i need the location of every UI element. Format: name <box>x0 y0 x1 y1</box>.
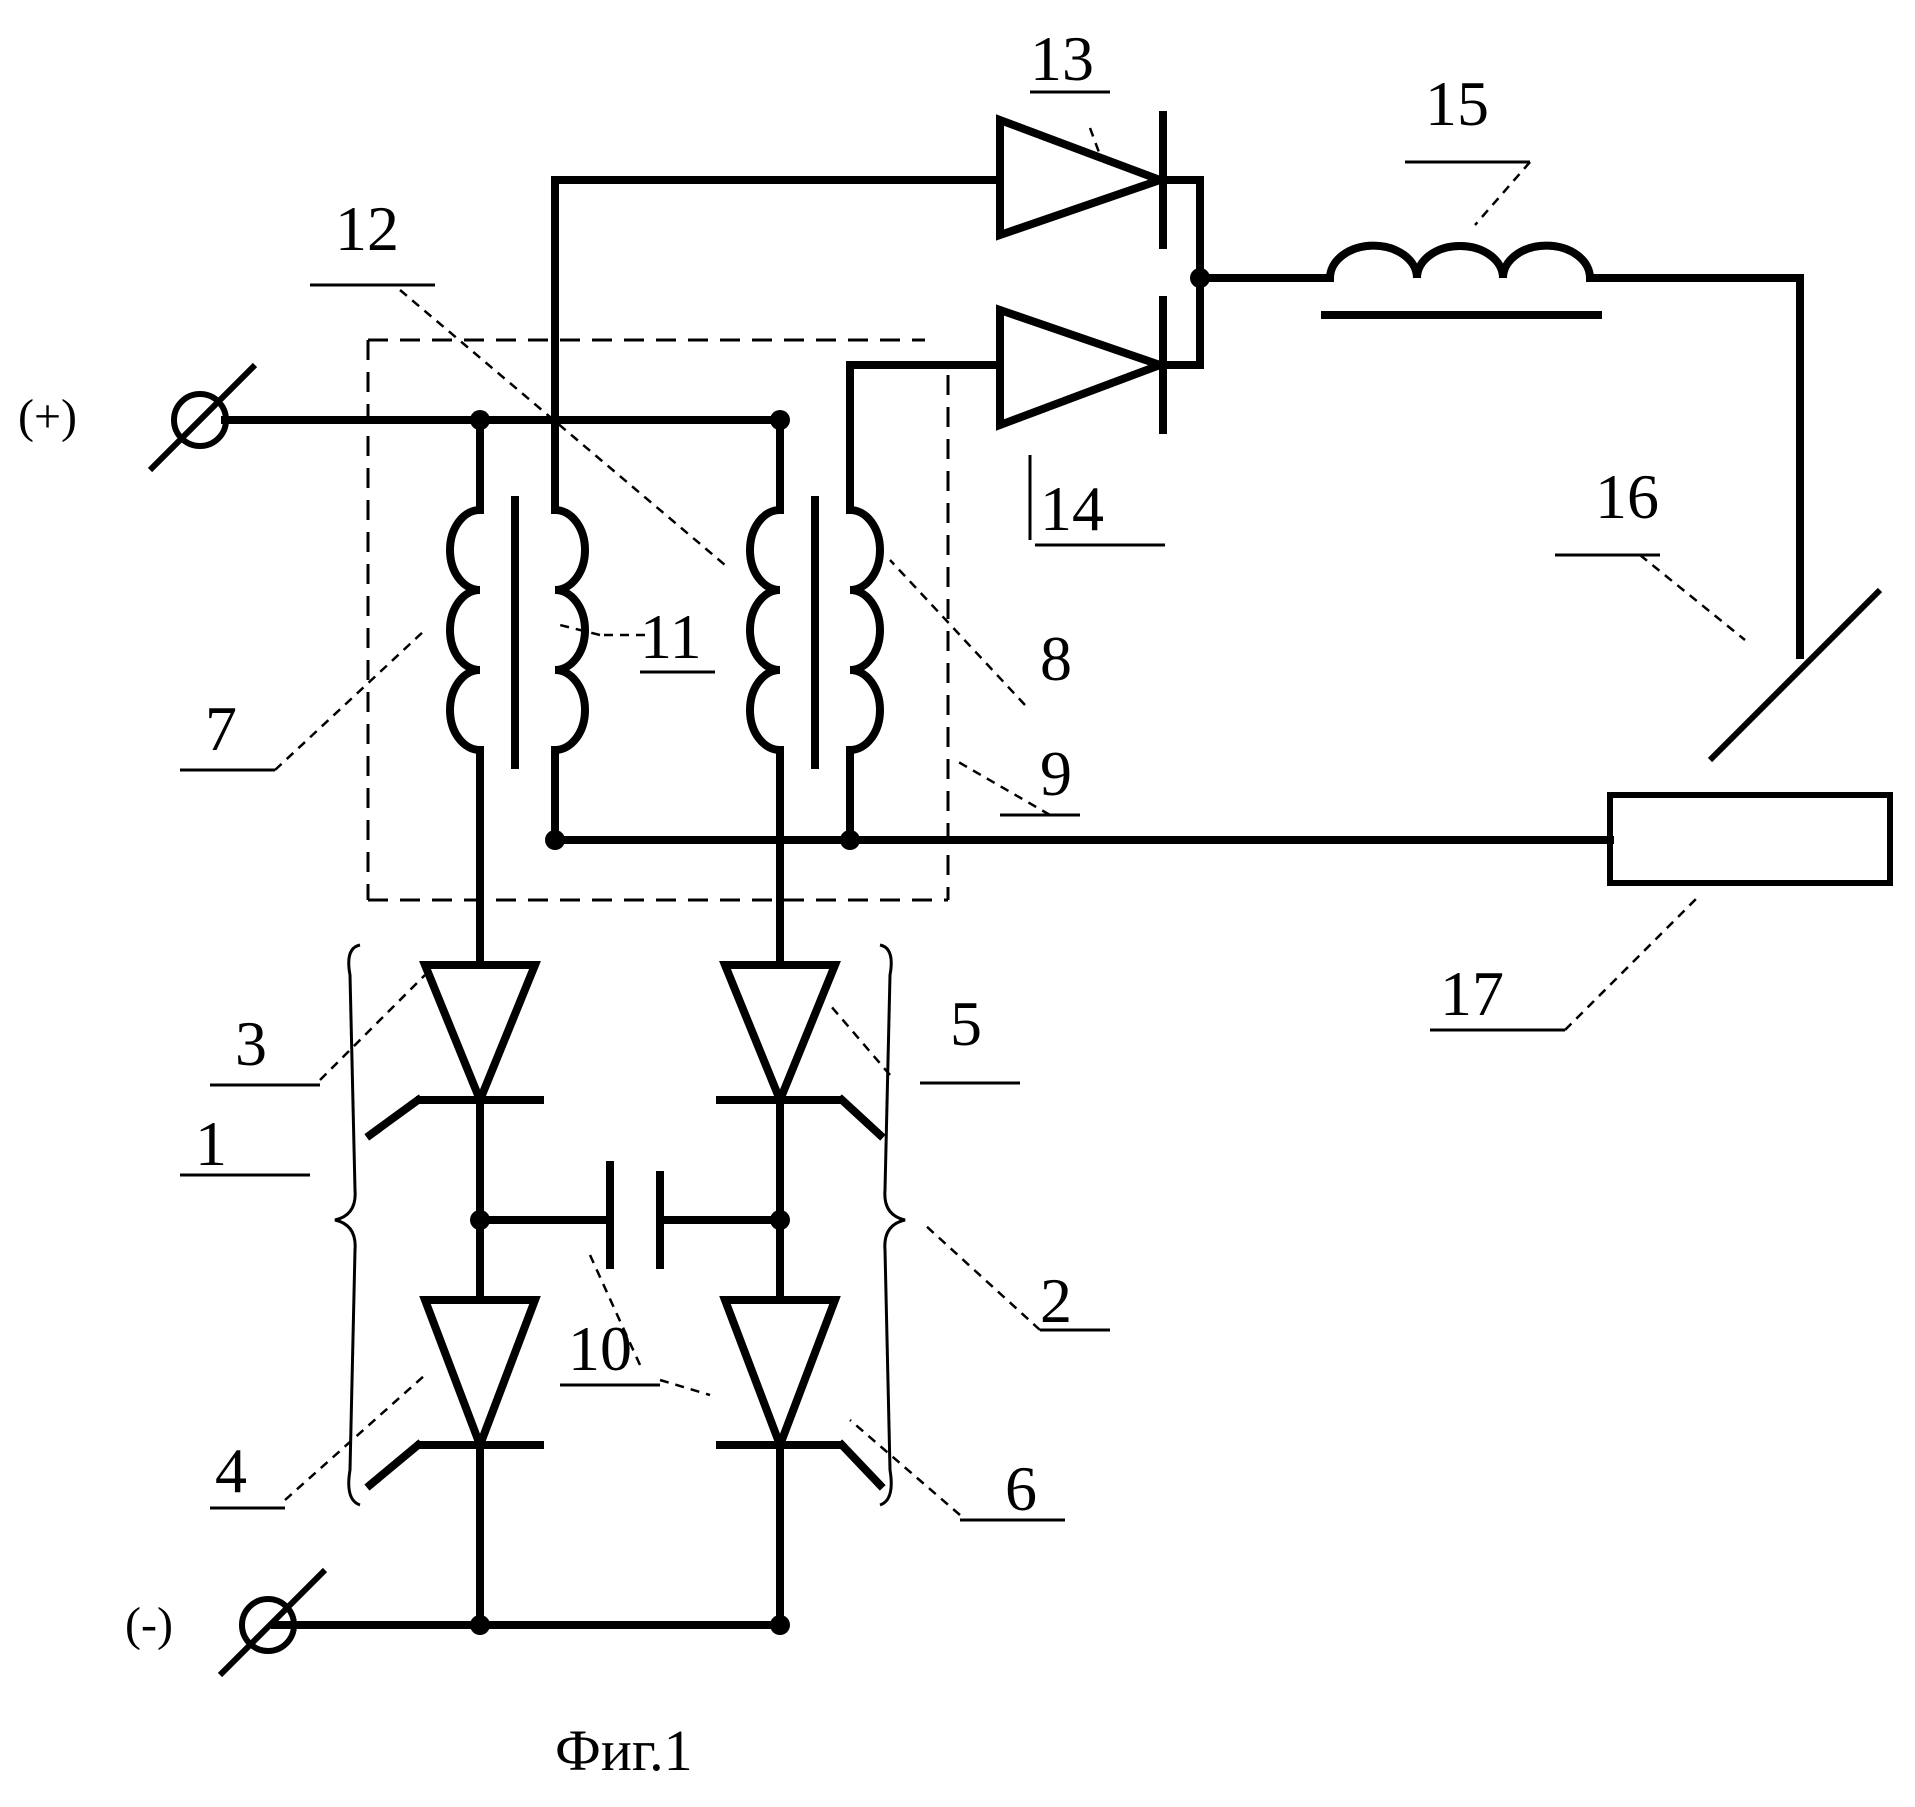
diode-14 <box>996 296 1172 434</box>
label-10: 10 <box>568 1313 632 1384</box>
diode-13 <box>996 111 1172 249</box>
workpiece-17 <box>1607 792 1893 886</box>
transformer-right <box>746 496 884 769</box>
minus-terminal <box>217 1567 328 1678</box>
label-17: 17 <box>1440 958 1504 1029</box>
label-5: 5 <box>950 988 982 1059</box>
label-8: 8 <box>1040 623 1072 694</box>
junction-dots <box>470 268 1210 1635</box>
label-12: 12 <box>335 193 399 264</box>
thyristor-4 <box>364 1296 544 1491</box>
label-2: 2 <box>1040 1265 1072 1336</box>
label-3: 3 <box>235 1008 267 1079</box>
label-9: 9 <box>1040 738 1072 809</box>
transformer-left <box>446 496 589 769</box>
label-7: 7 <box>205 693 237 764</box>
thyristor-3 <box>364 961 544 1141</box>
brace-group-1 <box>334 943 361 1507</box>
inductor-15 <box>1321 241 1602 319</box>
wires <box>221 176 1804 1629</box>
thyristor-6 <box>716 1296 886 1491</box>
label-14: 14 <box>1040 473 1104 544</box>
minus-terminal-label: (-) <box>125 1598 173 1651</box>
label-13: 13 <box>1030 23 1094 94</box>
figure-caption: Фиг.1 <box>555 1718 693 1783</box>
label-6: 6 <box>1005 1453 1037 1524</box>
label-underlines <box>180 90 1660 1522</box>
label-4: 4 <box>215 1435 247 1506</box>
electrode-16 <box>1707 587 1883 763</box>
label-1: 1 <box>195 1108 227 1179</box>
label-16: 16 <box>1595 461 1659 532</box>
transformer-enclosure-9 <box>366 338 950 902</box>
labels: (+) (-) 1 2 3 4 5 6 7 8 9 10 11 12 13 14… <box>18 23 1659 1783</box>
label-11: 11 <box>640 601 702 672</box>
brace-group-2 <box>879 943 906 1507</box>
plus-terminal-label: (+) <box>18 390 77 443</box>
capacitor-10 <box>606 1161 664 1269</box>
thyristor-5 <box>716 961 886 1141</box>
label-15: 15 <box>1425 68 1489 139</box>
plus-terminal <box>147 362 258 473</box>
leader-lines <box>274 127 1746 1516</box>
